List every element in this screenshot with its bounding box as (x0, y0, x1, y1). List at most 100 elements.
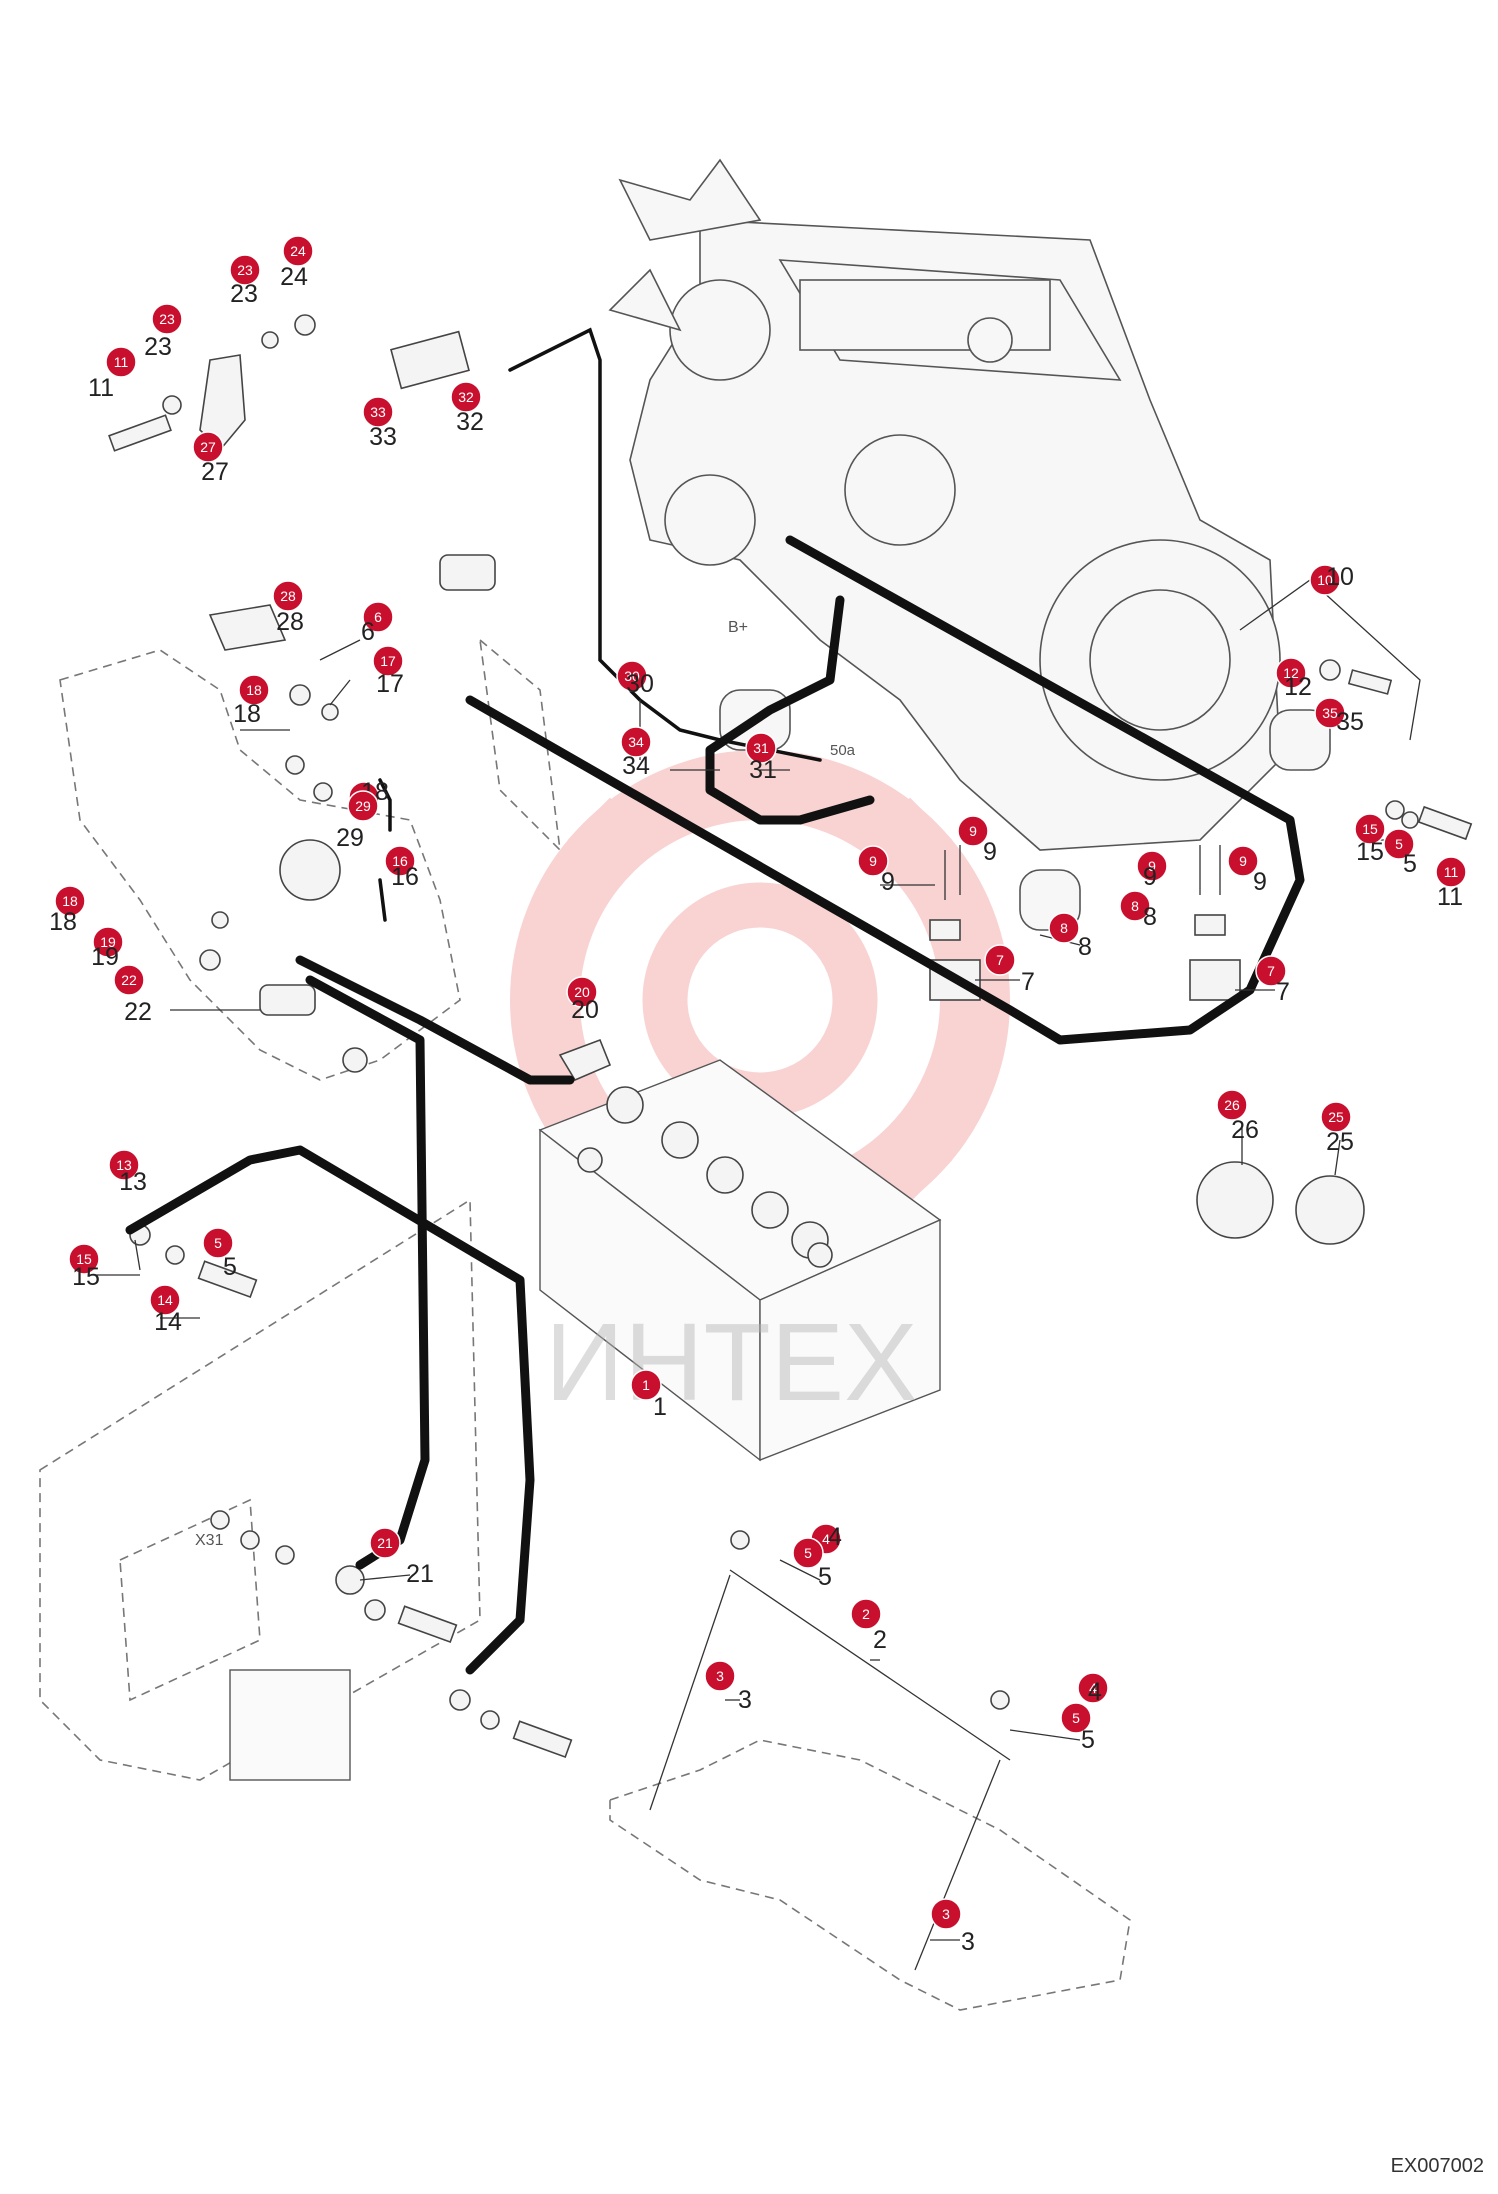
callout-badge-c17[interactable]: 17 (372, 645, 404, 677)
callout-circle (369, 1527, 401, 1559)
callout-circle (630, 1369, 662, 1401)
callout-circle (1435, 856, 1467, 888)
callout-badge-c21[interactable]: 21 (369, 1527, 401, 1559)
callout-badge-c26[interactable]: 26 (1216, 1089, 1248, 1121)
callout-badge-number: 5 (214, 1235, 222, 1251)
callout-plain-number-c15b: 15 (72, 1263, 100, 1291)
callout-badge-c14[interactable]: 14 (149, 1284, 181, 1316)
callout-badge-c35[interactable]: 35 (1314, 697, 1346, 729)
callout-badge-c4b[interactable]: 4 (1077, 1672, 1109, 1704)
callout-badge-number: 20 (574, 984, 590, 1000)
callout-circle (566, 976, 598, 1008)
callout-badge-c23a[interactable]: 23 (151, 303, 183, 335)
label-50a: 50a (830, 742, 856, 759)
callout-plain-number-c8a: 8 (1078, 933, 1092, 961)
callout-badge-number: 31 (753, 740, 769, 756)
callout-plain-number-c6: 6 (361, 618, 375, 646)
callout-plain-number-c10: 10 (1326, 563, 1354, 591)
callout-badge-number: 32 (458, 389, 474, 405)
callout-badge-c3b[interactable]: 3 (930, 1898, 962, 1930)
callout-badge-c23b[interactable]: 23 (229, 254, 261, 286)
callout-badge-c16[interactable]: 16 (384, 845, 416, 877)
callout-badge-number: 9 (969, 823, 977, 839)
battery-tray-drawing (609, 1530, 1131, 2011)
callout-circle (1255, 955, 1287, 987)
callout-badge-number: 29 (355, 798, 371, 814)
callout-badge-c7a[interactable]: 7 (984, 944, 1016, 976)
callout-badge-c20[interactable]: 20 (566, 976, 598, 1008)
callout-plain-number-c23a: 23 (144, 333, 172, 361)
callout-badge-c5c[interactable]: 5 (792, 1537, 824, 1569)
callout-badge-c3a[interactable]: 3 (704, 1660, 736, 1692)
callout-badge-c27[interactable]: 27 (192, 431, 224, 463)
callout-plain-number-c29: 29 (336, 824, 364, 852)
callout-badge-number: 27 (200, 439, 216, 455)
callout-plain-number-c3a: 3 (738, 1686, 752, 1714)
callout-badge-c15a[interactable]: 15 (1354, 813, 1386, 845)
callout-badge-c33[interactable]: 33 (362, 396, 394, 428)
callout-badge-c12[interactable]: 12 (1275, 657, 1307, 689)
callout-badge-c11b[interactable]: 11 (1435, 856, 1467, 888)
callout-badge-c34[interactable]: 34 (620, 726, 652, 758)
b-plus-label: B+ (728, 619, 748, 636)
callout-badge-number: 16 (392, 853, 408, 869)
callout-circle (1309, 564, 1341, 596)
callout-badge-c30[interactable]: 30 (616, 660, 648, 692)
callout-badge-number: 2 (862, 1606, 870, 1622)
callout-circle (857, 845, 889, 877)
callout-badge-c9a[interactable]: 9 (857, 845, 889, 877)
callout-badge-number: 1 (642, 1377, 650, 1393)
callout-badge-number: 22 (121, 972, 137, 988)
callout-badge-number: 9 (1239, 853, 1247, 869)
callout-badge-number: 14 (157, 1292, 173, 1308)
callout-circle (620, 726, 652, 758)
callout-plain-number-c4a: 4 (828, 1523, 842, 1551)
callout-badge-c22[interactable]: 22 (113, 964, 145, 996)
callout-badge-c28[interactable]: 28 (272, 580, 304, 612)
callout-badge-c11a[interactable]: 11 (105, 346, 137, 378)
callout-circle (1354, 813, 1386, 845)
watermark-text: ИНТЕХ (545, 1301, 917, 1424)
engine-drawing (608, 158, 1421, 931)
callout-circle (930, 1898, 962, 1930)
callout-badge-c5a[interactable]: 5 (1383, 828, 1415, 860)
callout-badge-c2[interactable]: 2 (850, 1598, 882, 1630)
callout-plain-number-c9c: 9 (1143, 863, 1157, 891)
callout-plain-number-c5b: 5 (223, 1253, 237, 1281)
callout-badge-c15b[interactable]: 15 (68, 1243, 100, 1275)
callout-badge-c5b[interactable]: 5 (202, 1227, 234, 1259)
callout-badge-c25[interactable]: 25 (1320, 1101, 1352, 1133)
callout-badge-number: 24 (290, 243, 306, 259)
callout-badge-c31[interactable]: 31 (745, 732, 777, 764)
callout-badge-c9d[interactable]: 9 (1227, 845, 1259, 877)
callout-circle (850, 1598, 882, 1630)
callout-badge-number: 11 (1444, 864, 1459, 880)
callout-badge-c29[interactable]: 29 (347, 790, 379, 822)
callout-badge-c6[interactable]: 6 (362, 601, 394, 633)
callout-circle (372, 645, 404, 677)
callout-badge-number: 13 (116, 1157, 132, 1173)
callout-badge-c24[interactable]: 24 (282, 235, 314, 267)
callout-circle (54, 885, 86, 917)
callout-badge-c10[interactable]: 10 (1309, 564, 1341, 596)
callout-circle (192, 431, 224, 463)
callout-badge-c9c[interactable]: 9 (1136, 850, 1168, 882)
callout-circle (616, 660, 648, 692)
callout-badge-c18b[interactable]: 18 (54, 885, 86, 917)
callout-circle (113, 964, 145, 996)
callout-badge-c5d[interactable]: 5 (1060, 1702, 1092, 1734)
callout-badge-c18a[interactable]: 18 (238, 674, 270, 706)
callout-circle (1136, 850, 1168, 882)
callout-badge-c19[interactable]: 19 (92, 926, 124, 958)
callout-badge-c7b[interactable]: 7 (1255, 955, 1287, 987)
callout-badge-number: 9 (1148, 858, 1156, 874)
callout-plain-number-c20: 20 (571, 996, 599, 1024)
callout-badge-c13[interactable]: 13 (108, 1149, 140, 1181)
callout-badge-c8a[interactable]: 8 (1048, 912, 1080, 944)
callout-badge-c8b[interactable]: 8 (1119, 890, 1151, 922)
callout-badge-c1[interactable]: 1 (630, 1369, 662, 1401)
callout-badge-c9b[interactable]: 9 (957, 815, 989, 847)
callout-badge-c32[interactable]: 32 (450, 381, 482, 413)
callout-plain-number-c7a: 7 (1021, 968, 1035, 996)
